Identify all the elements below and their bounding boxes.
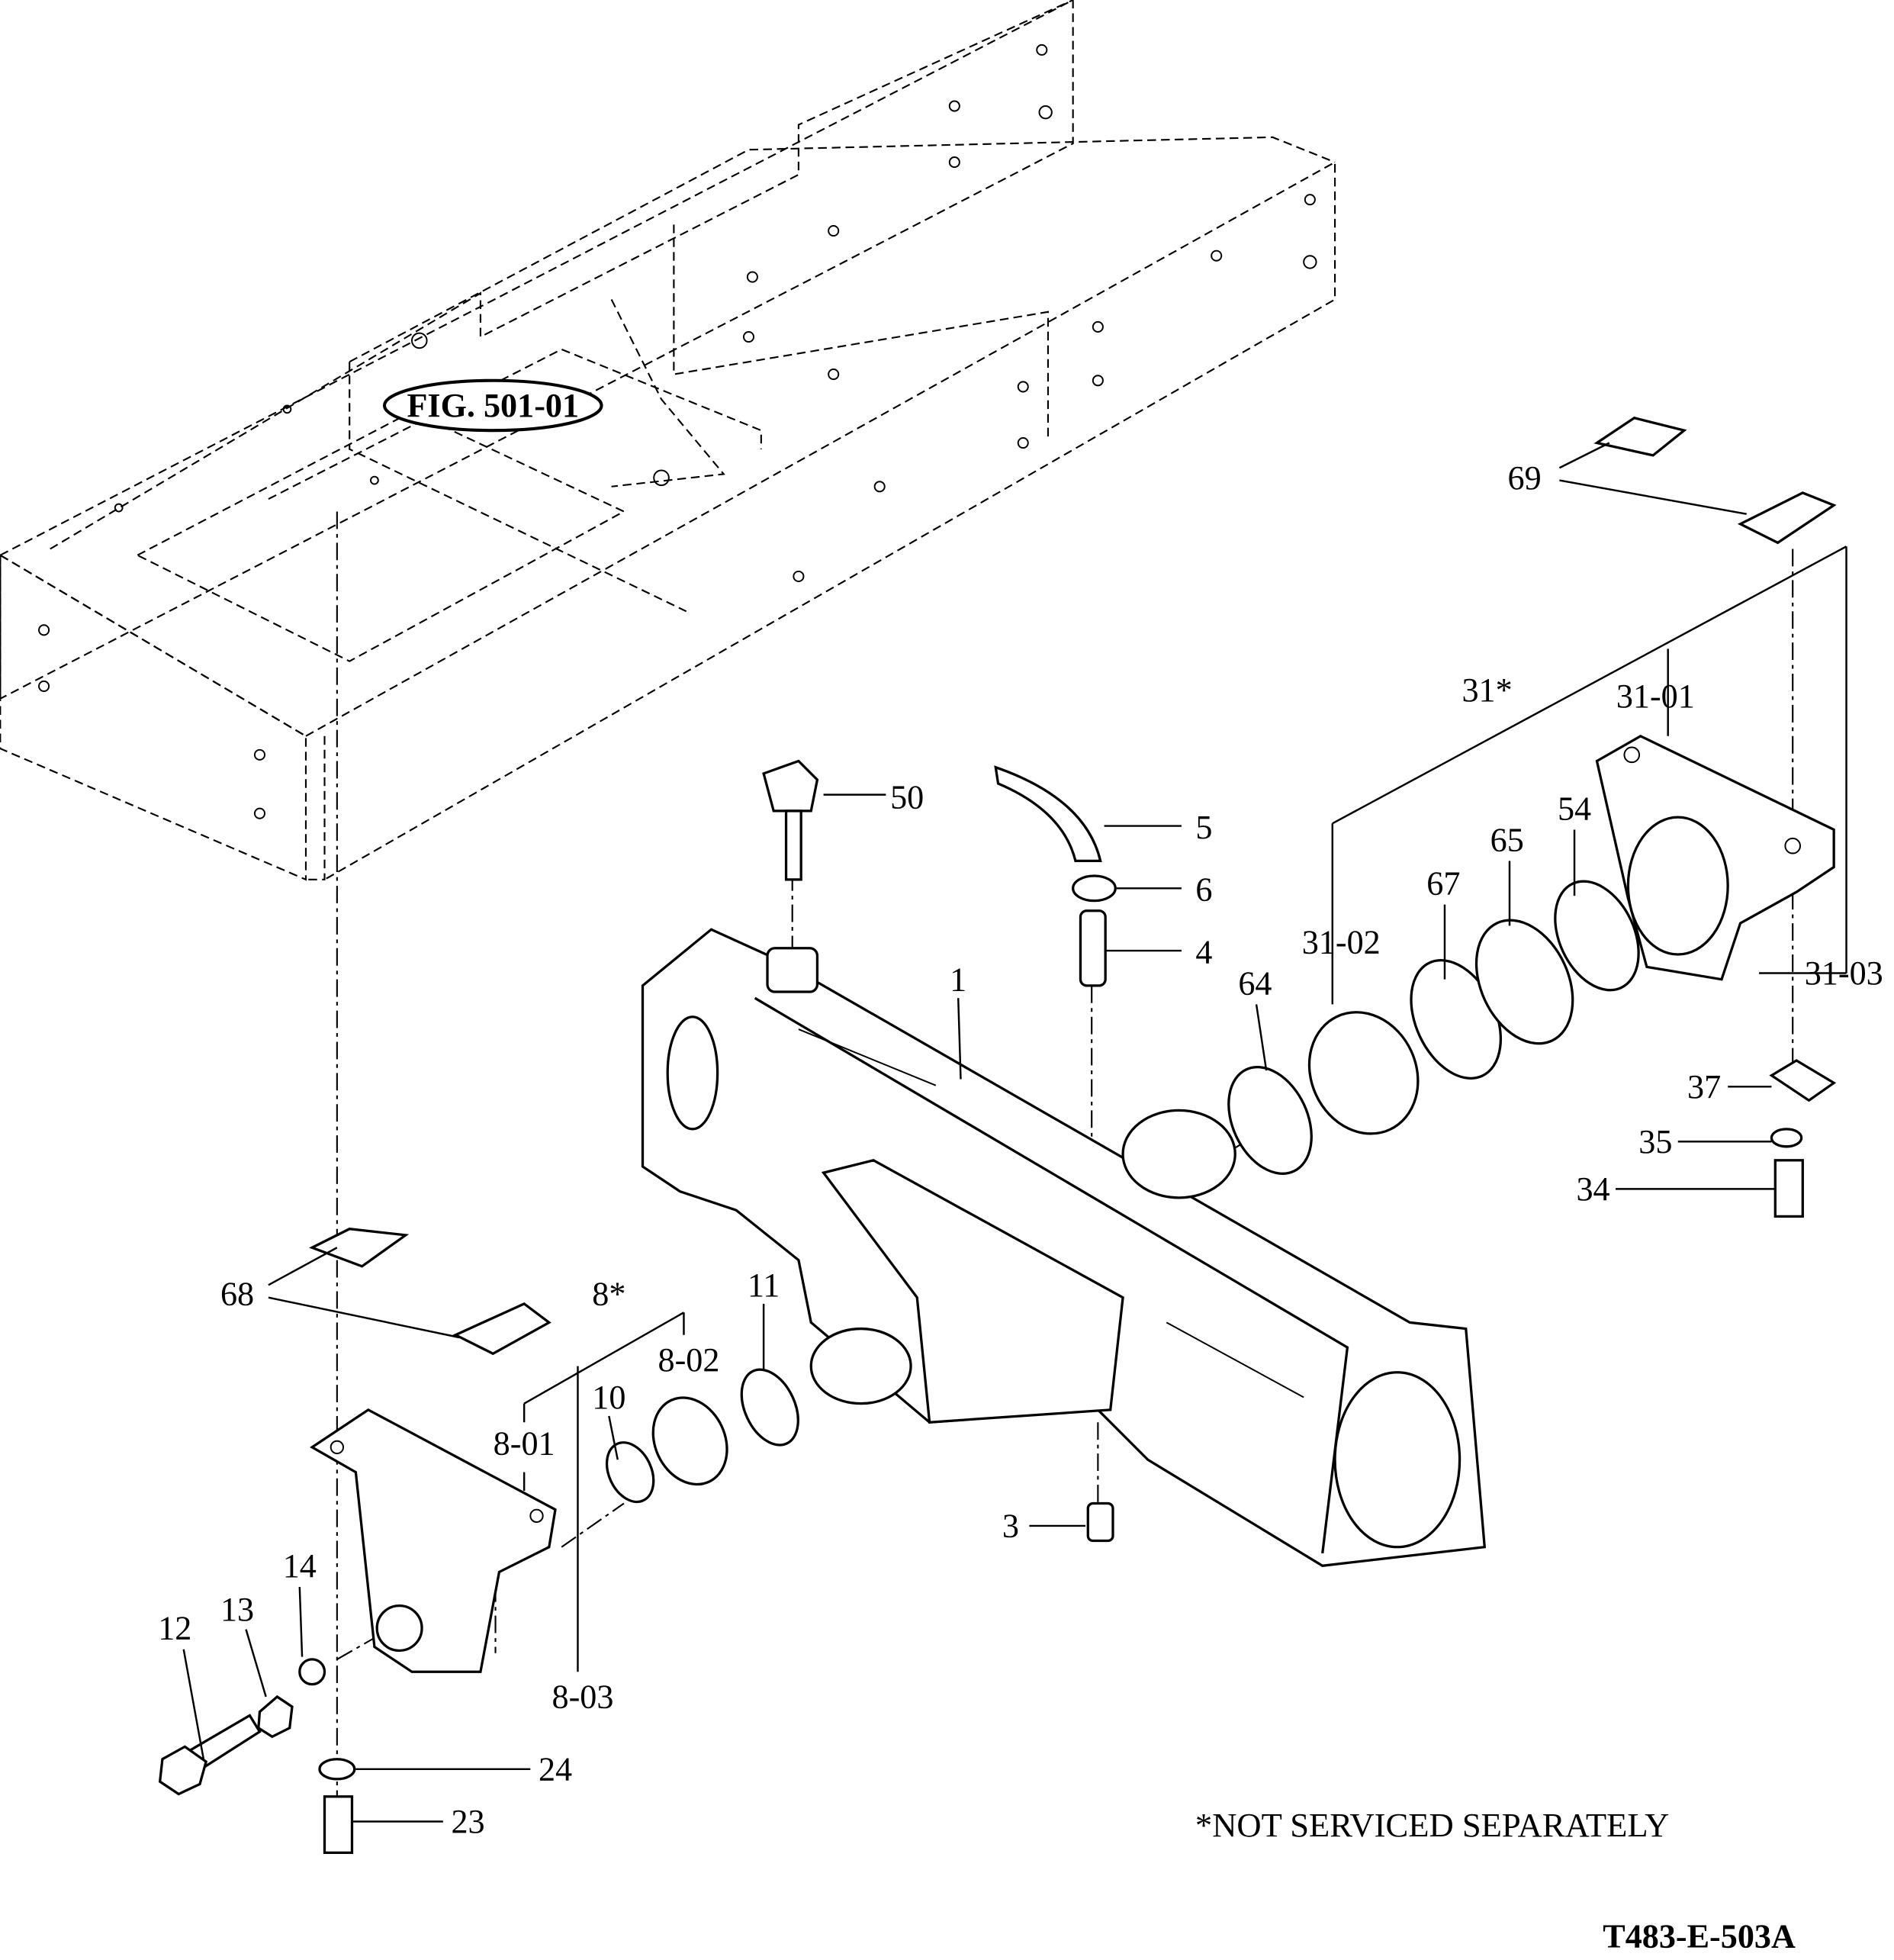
callout-68: 68 — [220, 1275, 254, 1312]
callout-34: 34 — [1576, 1170, 1609, 1208]
drawing-id: T483-E-503A — [1603, 1918, 1796, 1955]
callout-12: 12 — [158, 1610, 191, 1647]
callout-37: 37 — [1687, 1068, 1721, 1106]
rings — [158, 417, 1837, 1855]
callout-14: 14 — [283, 1547, 317, 1585]
callout-69: 69 — [1508, 459, 1542, 497]
callout-54: 54 — [1558, 790, 1591, 827]
callout-10: 10 — [592, 1379, 625, 1416]
axle-housing — [641, 928, 1487, 1567]
callout-11: 11 — [748, 1266, 780, 1304]
figure-reference-label: FIG. 501-01 — [407, 387, 579, 424]
callout-23: 23 — [451, 1803, 484, 1840]
callout-labels: 69 50 5 6 4 1 31* 31-01 31-02 67 65 54 6… — [158, 459, 1883, 1840]
leader-lines — [182, 442, 1847, 1823]
callout-5: 5 — [1195, 809, 1212, 846]
callout-8-01: 8-01 — [494, 1425, 555, 1463]
callout-31: 31* — [1461, 671, 1512, 709]
callout-50: 50 — [890, 779, 924, 816]
callout-24: 24 — [539, 1751, 572, 1788]
callout-8-03: 8-03 — [552, 1678, 614, 1716]
callout-8-02: 8-02 — [658, 1341, 720, 1379]
callout-13: 13 — [220, 1591, 254, 1628]
callout-4: 4 — [1195, 933, 1212, 970]
bracket-31-01 — [1595, 734, 1835, 981]
not-serviced-note: *NOT SERVICED SEPARATELY — [1195, 1807, 1669, 1844]
callout-3: 3 — [1002, 1508, 1019, 1545]
bracket-8-01 — [310, 1408, 557, 1673]
callout-64: 64 — [1238, 964, 1272, 1002]
tractor-frame-reference — [0, 0, 1336, 881]
callout-31-03: 31-03 — [1805, 954, 1883, 992]
callout-31-02: 31-02 — [1302, 923, 1381, 961]
callout-31-01: 31-01 — [1616, 677, 1695, 715]
callout-1: 1 — [950, 961, 966, 998]
callout-6: 6 — [1195, 871, 1212, 909]
callout-8: 8* — [592, 1275, 625, 1312]
figure-reference-badge[interactable]: FIG. 501-01 — [382, 378, 603, 433]
callout-65: 65 — [1490, 821, 1524, 858]
callout-67: 67 — [1426, 864, 1460, 902]
callout-35: 35 — [1638, 1123, 1672, 1160]
